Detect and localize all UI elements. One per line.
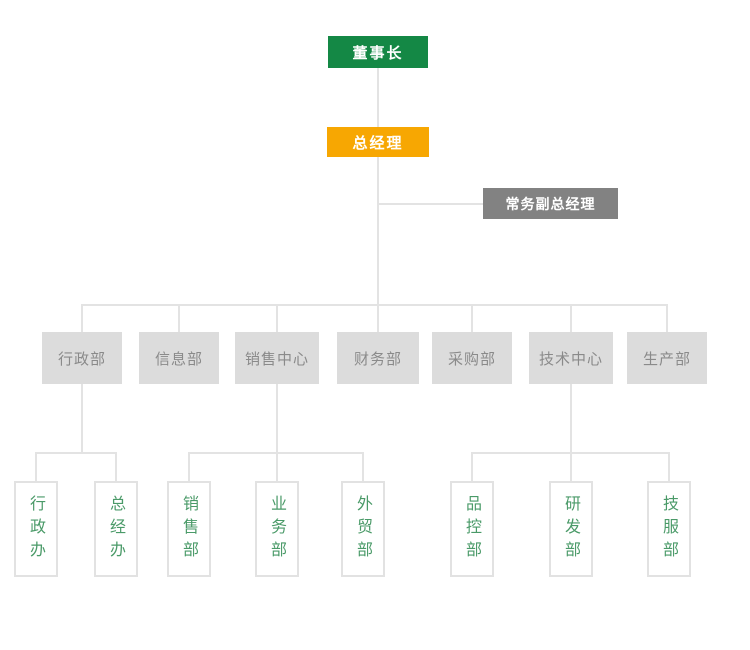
connector-line xyxy=(35,452,37,481)
node-department-label: 采购部 xyxy=(447,349,496,368)
node-sub-label: 技服部 xyxy=(660,494,679,564)
connector-line xyxy=(115,452,117,481)
node-sub-business: 业务部 xyxy=(255,481,299,577)
connector-line xyxy=(276,452,278,481)
node-department-production: 生产部 xyxy=(627,332,707,384)
node-department-label: 财务部 xyxy=(353,349,402,368)
connector-line xyxy=(188,452,190,481)
connector-line xyxy=(668,452,670,481)
connector-line xyxy=(377,68,379,127)
node-sub-label: 研发部 xyxy=(562,494,581,564)
connector-line xyxy=(377,304,379,332)
connector-line xyxy=(276,384,278,452)
node-sub-foreign-trade: 外贸部 xyxy=(341,481,385,577)
connector-line xyxy=(35,452,117,454)
node-sub-gm-office: 总经办 xyxy=(94,481,138,577)
node-general-manager: 总经理 xyxy=(327,127,429,157)
node-deputy-general-manager-label: 常务副总经理 xyxy=(505,196,596,213)
connector-line xyxy=(570,384,572,452)
node-department-admin: 行政部 xyxy=(42,332,122,384)
node-sub-label: 业务部 xyxy=(268,494,287,564)
node-sub-label: 外贸部 xyxy=(354,494,373,564)
node-department-finance: 财务部 xyxy=(337,332,419,384)
connector-line xyxy=(666,304,668,332)
node-department-information: 信息部 xyxy=(139,332,219,384)
connector-line xyxy=(570,304,572,332)
connector-line xyxy=(81,384,83,452)
connector-line xyxy=(178,304,180,332)
node-sub-label: 品控部 xyxy=(463,494,482,564)
node-sub-label: 行政办 xyxy=(27,494,46,564)
node-deputy-general-manager: 常务副总经理 xyxy=(483,188,618,219)
node-department-label: 生产部 xyxy=(642,349,691,368)
connector-line xyxy=(471,304,473,332)
connector-line xyxy=(377,157,379,306)
node-sub-quality-control: 品控部 xyxy=(450,481,494,577)
node-sub-label: 总经办 xyxy=(107,494,126,564)
node-sub-technical-service: 技服部 xyxy=(647,481,691,577)
connector-line xyxy=(81,304,668,306)
node-chairman-label: 董事长 xyxy=(352,43,404,62)
node-department-sales-center: 销售中心 xyxy=(235,332,319,384)
node-chairman: 董事长 xyxy=(328,36,428,68)
node-department-purchasing: 采购部 xyxy=(432,332,512,384)
node-department-label: 销售中心 xyxy=(244,349,309,368)
node-sub-label: 销售部 xyxy=(180,494,199,564)
node-department-label: 信息部 xyxy=(154,349,203,368)
connector-line xyxy=(276,304,278,332)
connector-line xyxy=(362,452,364,481)
node-department-label: 技术中心 xyxy=(538,349,603,368)
connector-line xyxy=(379,203,483,205)
connector-line xyxy=(471,452,473,481)
node-sub-sales: 销售部 xyxy=(167,481,211,577)
node-sub-admin-office: 行政办 xyxy=(14,481,58,577)
node-department-label: 行政部 xyxy=(57,349,106,368)
node-sub-rnd: 研发部 xyxy=(549,481,593,577)
node-department-technology-center: 技术中心 xyxy=(529,332,613,384)
connector-line xyxy=(570,452,572,481)
node-general-manager-label: 总经理 xyxy=(352,133,404,152)
connector-line xyxy=(81,304,83,332)
